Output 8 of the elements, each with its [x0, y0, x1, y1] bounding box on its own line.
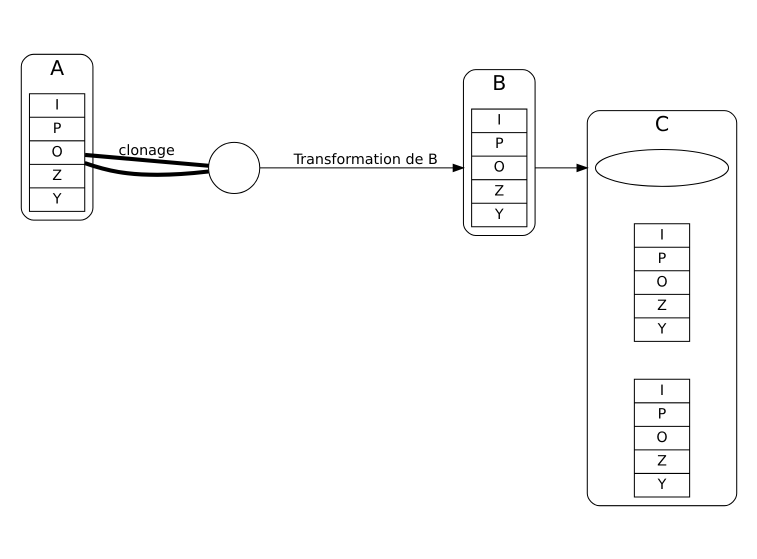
connector	[84, 160, 208, 176]
edge-label: Transformation de B	[293, 152, 438, 168]
arrow	[534, 163, 588, 172]
node-ellipse	[594, 148, 729, 186]
arrow	[259, 163, 464, 172]
edge-label: clonage	[118, 142, 174, 158]
connector	[84, 152, 208, 168]
node-circle	[208, 141, 260, 194]
